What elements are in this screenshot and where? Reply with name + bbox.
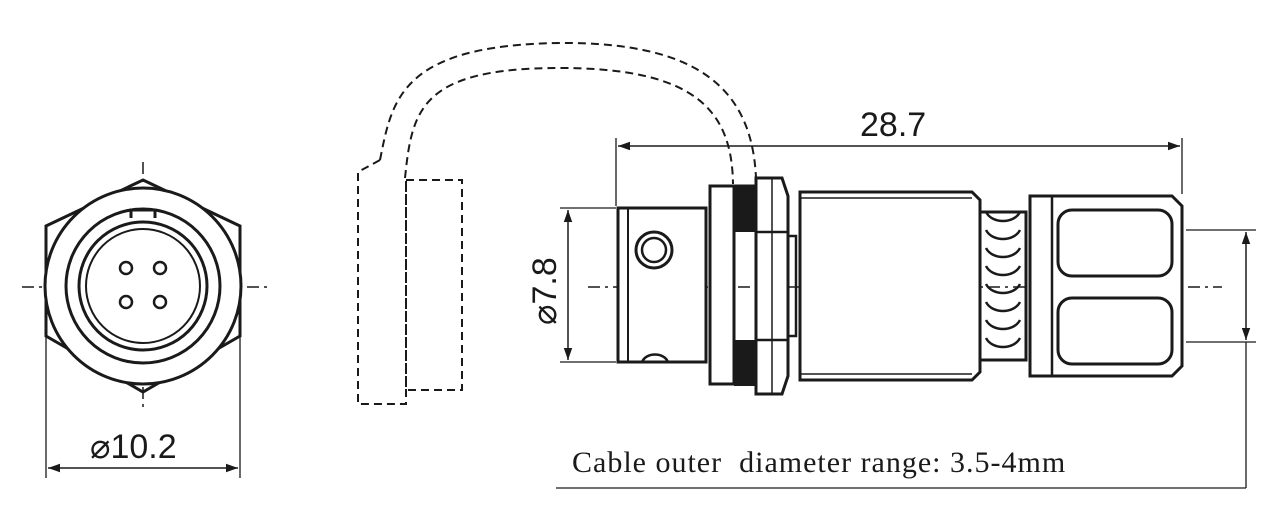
latch-bottom — [640, 353, 670, 363]
gasket-top — [734, 186, 756, 232]
receptacle-barrel — [616, 206, 708, 364]
panel-flange — [708, 184, 736, 386]
body-diameter-label: ⌀7.8 — [526, 257, 564, 325]
dust-cap-inner — [405, 179, 463, 391]
side-view — [556, 138, 1256, 489]
insert-ring — [77, 220, 209, 352]
thread-grooves — [984, 211, 1022, 349]
lanyard-inner — [404, 66, 734, 185]
gland-flat-bottom — [1056, 296, 1174, 366]
dust-cap-lanyard — [357, 41, 757, 405]
coupling-body — [798, 190, 982, 382]
cable-range-note: Cable outer diameter range: 3.5-4mm — [572, 446, 1066, 479]
insert-face — [85, 228, 201, 344]
pin-3 — [118, 294, 134, 310]
pin-4 — [152, 294, 168, 310]
face-diameter-label: ⌀10.2 — [90, 428, 177, 466]
thread-section — [980, 210, 1028, 362]
latch-hole-inner — [640, 236, 668, 264]
thread-stub — [788, 234, 798, 338]
dust-cap-body — [357, 159, 407, 405]
latch-hole-outer — [634, 230, 674, 270]
lanyard-outer — [379, 41, 757, 179]
hex-nut-outline — [44, 178, 242, 394]
gland-flat-top — [1056, 208, 1174, 278]
overall-length-label: 28.7 — [860, 106, 926, 144]
gasket-bottom — [734, 340, 756, 386]
gland-nut — [1028, 194, 1184, 378]
outer-ring — [43, 186, 243, 386]
pin-2 — [152, 260, 168, 276]
key-notch — [129, 208, 157, 218]
pin-1 — [118, 260, 134, 276]
front-view — [22, 162, 268, 478]
